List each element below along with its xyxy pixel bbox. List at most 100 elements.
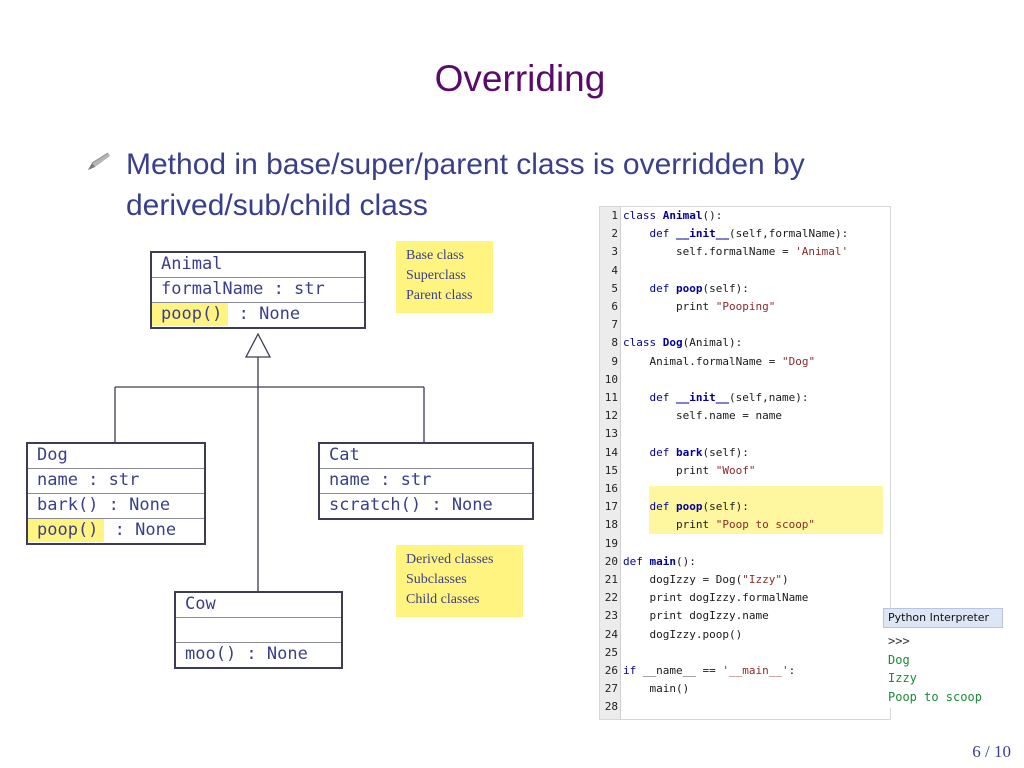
line-number: 18 [604,518,618,532]
code-text: if __name__ == '__main__': [623,664,796,677]
code-line: 16 [600,480,890,498]
line-number: 15 [604,463,618,477]
line-number: 16 [604,482,618,495]
code-text: dogIzzy.poop() [623,627,743,641]
class-method: poop() : None [152,302,364,327]
code-line: 26 if __name__ == '__main__': [600,662,890,680]
class-name: Dog [37,445,68,465]
uml-class-animal: Animal formalName : str poop() : None [150,251,366,329]
line-number: 6 [611,300,618,313]
code-line: 7 [600,316,890,334]
line-number: 7 [611,318,618,332]
class-method: poop() : None [28,518,204,543]
code-text: print dogIzzy.formalName [623,591,809,605]
uml-class-cat: Cat name : str scratch() : None [318,442,534,520]
class-method: scratch() : None [320,493,532,518]
line-number: 25 [604,645,618,659]
line-number: 14 [604,445,618,459]
class-name: Cat [329,445,360,465]
code-line: 6 print "Pooping" [600,298,890,316]
uml-class-cow: Cow moo() : None [174,591,343,669]
line-number: 13 [604,427,618,441]
code-line: 4 [600,262,890,280]
line-number: 4 [611,263,618,277]
line-number: 3 [611,245,618,259]
line-number: 2 [611,227,618,241]
bullet-text: Method in base/super/parent class is ove… [126,148,805,222]
code-line: 23 print dogIzzy.name [600,607,890,625]
code-text: print "Woof" [623,463,756,477]
code-text: self.formalName = 'Animal' [623,245,849,259]
line-number: 11 [604,391,618,404]
class-method: moo() : None [176,642,341,667]
class-attribute: name : str [28,468,204,493]
code-text: def bark(self): [649,445,749,459]
code-text: def __init__(self,formalName): [649,227,849,241]
line-number: 21 [604,573,618,586]
line-number: 8 [611,336,618,350]
code-line: 21 dogIzzy = Dog("Izzy") [600,571,890,589]
code-line: 12 self.name = name [600,407,890,425]
line-number: 26 [604,664,618,677]
code-line: 15 print "Woof" [600,462,890,480]
code-line: 17 def poop(self): [600,498,890,516]
code-text: class Animal(): [623,209,723,222]
code-line: 3 self.formalName = 'Animal' [600,243,890,261]
interpreter-prompt: >>> [888,634,910,648]
class-name: Cow [185,594,216,614]
interpreter-title: Python Interpreter [883,608,1003,628]
code-line: 14 def bark(self): [600,444,890,462]
line-number: 5 [611,281,618,295]
code-line: 24 dogIzzy.poop() [600,626,890,644]
code-text: print "Poop to scoop" [623,518,816,532]
line-number: 24 [604,627,618,641]
code-text: dogIzzy = Dog("Izzy") [623,573,789,586]
overriding-method-highlight: poop() [28,519,105,542]
code-text: print "Pooping" [623,300,776,313]
code-line: 18 print "Poop to scoop" [600,516,890,534]
code-line: 28 [600,698,890,716]
code-text: self.name = name [623,409,782,423]
output-line: Izzy [888,671,917,685]
class-attribute: name : str [320,468,532,493]
code-line: 27 main() [600,680,890,698]
code-text: def poop(self): [649,281,749,295]
code-line: 13 [600,425,890,443]
output-line: Dog [888,652,910,667]
code-line: 5 def poop(self): [600,280,890,298]
code-line: 25 [600,644,890,662]
slide-title: Overriding [434,58,606,99]
line-number: 1 [611,209,618,222]
code-line: 1 class Animal(): [600,207,890,225]
line-number: 19 [604,536,618,550]
pencil-bullet-icon [88,152,110,170]
code-line: 22 print dogIzzy.formalName [600,589,890,607]
page-number: 6 / 10 [972,742,1011,761]
code-text: main() [623,682,690,696]
line-number: 23 [604,609,618,623]
class-attribute: formalName : str [152,277,364,302]
line-number: 28 [604,700,618,714]
code-line: 19 [600,535,890,553]
line-number: 9 [611,354,618,368]
code-highlight [649,486,883,534]
code-text: print dogIzzy.name [623,609,769,623]
derived-classes-note: Derived classes Subclasses Child classes [396,545,523,617]
line-number: 22 [604,591,618,605]
overridden-method-highlight: poop() [152,303,229,326]
line-number: 20 [604,554,618,568]
python-interpreter-panel: Python Interpreter >>> Dog Izzy Poop to … [883,608,1003,708]
code-line: 9 Animal.formalName = "Dog" [600,353,890,371]
line-number: 12 [604,409,618,423]
class-method: bark() : None [28,493,204,518]
code-text: def poop(self): [649,500,749,514]
interpreter-output: >>> Dog Izzy Poop to scoop [883,628,1003,706]
code-line: 2 def __init__(self,formalName): [600,225,890,243]
class-name: Animal [161,254,223,274]
line-number: 10 [604,372,618,386]
line-number-gutter [600,207,621,719]
uml-class-dog: Dog name : str bark() : None poop() : No… [26,442,206,545]
